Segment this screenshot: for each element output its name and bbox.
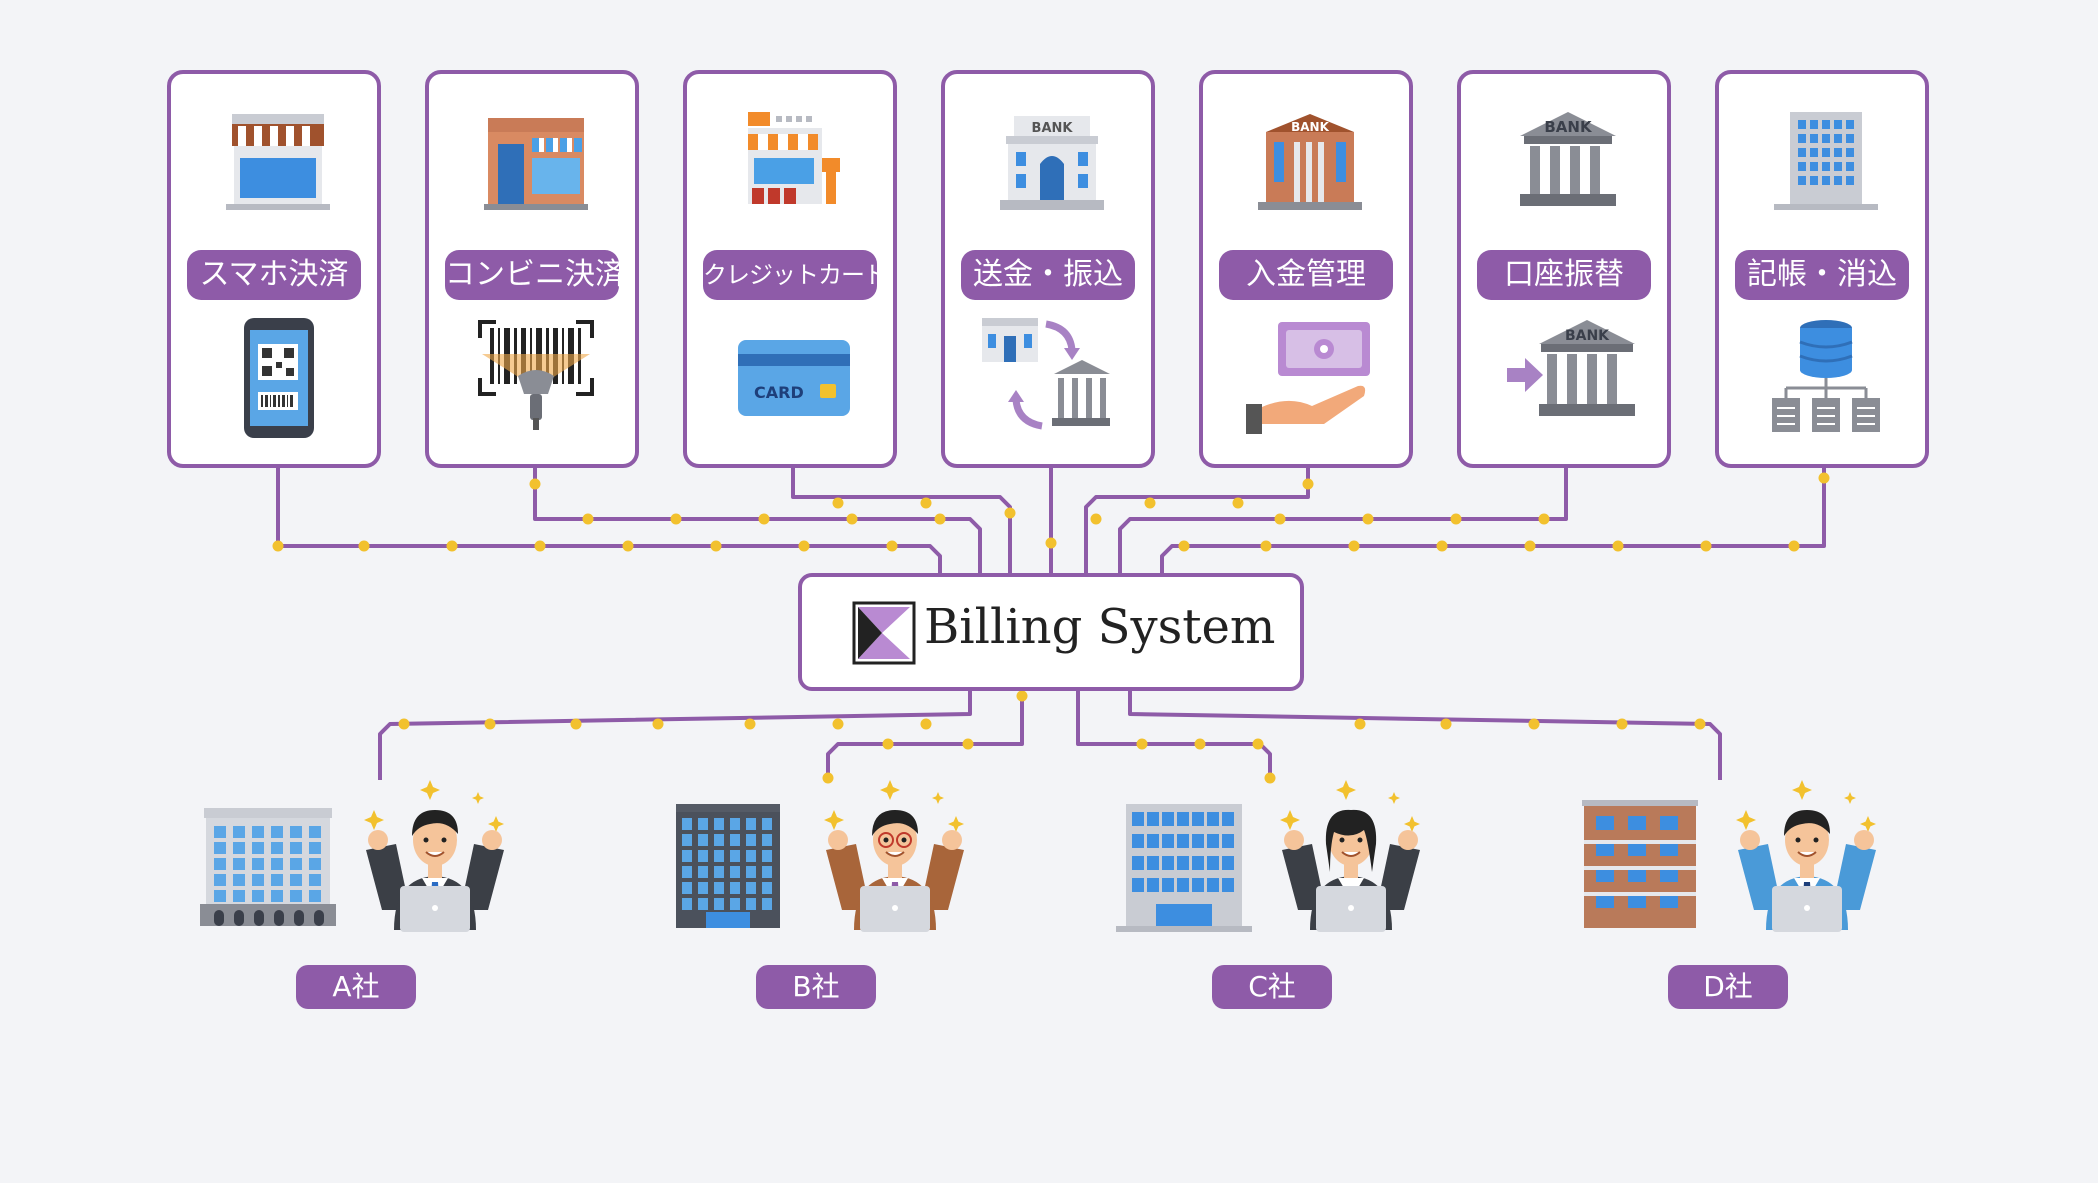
company-label: B社 <box>756 965 876 1009</box>
card-remittance: BANK 送金・振込 <box>941 70 1155 468</box>
office-building-icon <box>1116 804 1252 932</box>
bank-text: BANK <box>1565 328 1610 344</box>
card-account-transfer: BANK 口座振替 BANK <box>1457 70 1671 468</box>
bank-building-icon: BANK <box>1000 116 1104 210</box>
card-deposit-management: BANK 入金管理 <box>1199 70 1413 468</box>
service-label: コンビニ決済 <box>445 250 619 300</box>
smartphone-qr-icon <box>244 318 314 438</box>
card-convenience-payment: コンビニ決済 <box>425 70 639 468</box>
card-smartphone-payment: スマホ決済 <box>167 70 381 468</box>
card-bookkeeping: 記帳・消込 <box>1715 70 1929 468</box>
service-label: 送金・振込 <box>961 250 1135 300</box>
hand-money-icon <box>1246 322 1370 434</box>
service-label: 入金管理 <box>1219 250 1393 300</box>
bank-pillars-icon: BANK <box>1520 112 1616 206</box>
store-icon <box>484 118 588 210</box>
bank-transfer-icon <box>982 318 1110 430</box>
shop-icon <box>748 112 840 204</box>
database-documents-icon <box>1772 320 1880 432</box>
billing-system-logo <box>852 601 916 665</box>
barcode-scanner-icon <box>478 320 594 430</box>
businessman-icon <box>1736 780 1876 932</box>
service-label: 口座振替 <box>1477 250 1651 300</box>
company-label: A社 <box>296 965 416 1009</box>
credit-card-icon: CARD <box>738 340 850 416</box>
convenience-store-icon <box>226 114 330 210</box>
service-label: クレジットカード決済 <box>703 250 877 300</box>
office-building-icon <box>676 804 780 928</box>
bank-arrow-icon: BANK <box>1507 320 1635 416</box>
company-label: D社 <box>1668 965 1788 1009</box>
bank-text: BANK <box>1544 118 1593 136</box>
company-label: C社 <box>1212 965 1332 1009</box>
bank-text: BANK <box>1291 120 1329 134</box>
businessman-glasses-icon <box>824 780 964 932</box>
company-c: C社 <box>1116 780 1456 1020</box>
bank-text: BANK <box>1032 121 1074 136</box>
card-credit-payment: クレジットカード決済 CARD <box>683 70 897 468</box>
apartment-building-icon <box>1582 800 1698 928</box>
service-label: スマホ決済 <box>187 250 361 300</box>
office-building-icon <box>200 808 336 926</box>
company-d: D社 <box>1572 780 1912 1020</box>
billing-system-box: Billing System <box>798 573 1304 691</box>
company-a: A社 <box>200 780 540 1020</box>
bank-building-icon: BANK <box>1258 114 1362 210</box>
businesswoman-icon <box>1280 780 1420 932</box>
office-building-icon <box>1774 112 1878 210</box>
businessman-icon <box>364 780 504 932</box>
card-text: CARD <box>754 383 804 402</box>
company-b: B社 <box>660 780 1000 1020</box>
service-label: 記帳・消込 <box>1735 250 1909 300</box>
billing-system-label: Billing System <box>924 599 1276 655</box>
